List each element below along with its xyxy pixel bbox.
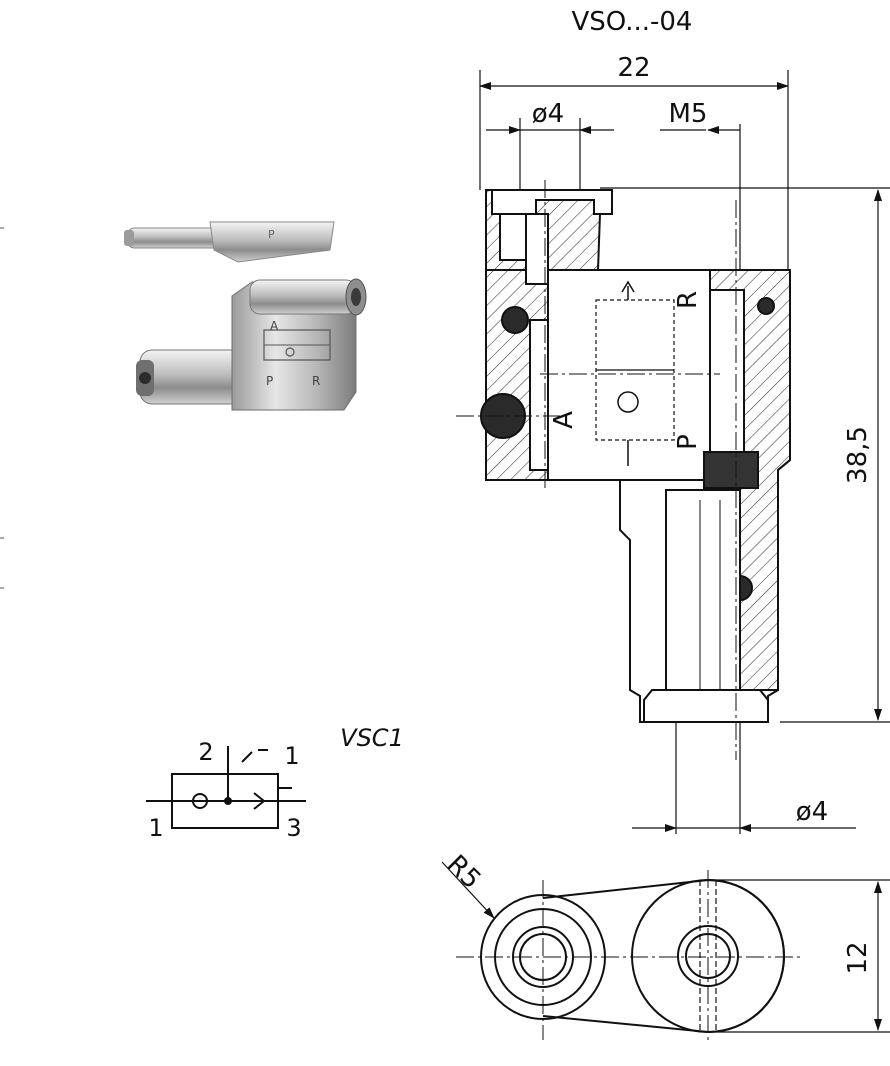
symbol-port-1: 1 [148, 814, 163, 842]
svg-text:P: P [268, 228, 275, 241]
port-label-r: R [673, 291, 703, 309]
dim-overall-width: 22 [617, 53, 650, 83]
product-photo-bottom: A P R [136, 278, 367, 411]
svg-text:R: R [312, 374, 320, 388]
dim-tube-outlet: ø4 [796, 797, 828, 827]
svg-text:P: P [266, 374, 273, 388]
plan-view [441, 861, 890, 1040]
drawing-title: VSO...-04 [572, 7, 693, 37]
dim-tube-inlet: ø4 [532, 99, 564, 129]
dim-height: 38,5 [843, 426, 873, 484]
symbol-port-3: 3 [286, 814, 301, 842]
symbol-port-1-top: 1 [284, 742, 299, 770]
dim-radius: R5 [441, 850, 487, 896]
port-label-a: A [549, 411, 579, 429]
symbol-port-2: 2 [198, 738, 213, 766]
margin-marks [0, 227, 4, 589]
port-label-p: P [673, 434, 703, 450]
section-view [456, 70, 890, 834]
dim-thread: M5 [669, 99, 708, 129]
symbol-name: VSC1 [340, 724, 404, 752]
svg-text:A: A [270, 319, 279, 333]
pneumatic-symbol [146, 746, 306, 829]
product-photo-top: P [124, 221, 335, 263]
dim-body-width: 12 [843, 941, 873, 974]
